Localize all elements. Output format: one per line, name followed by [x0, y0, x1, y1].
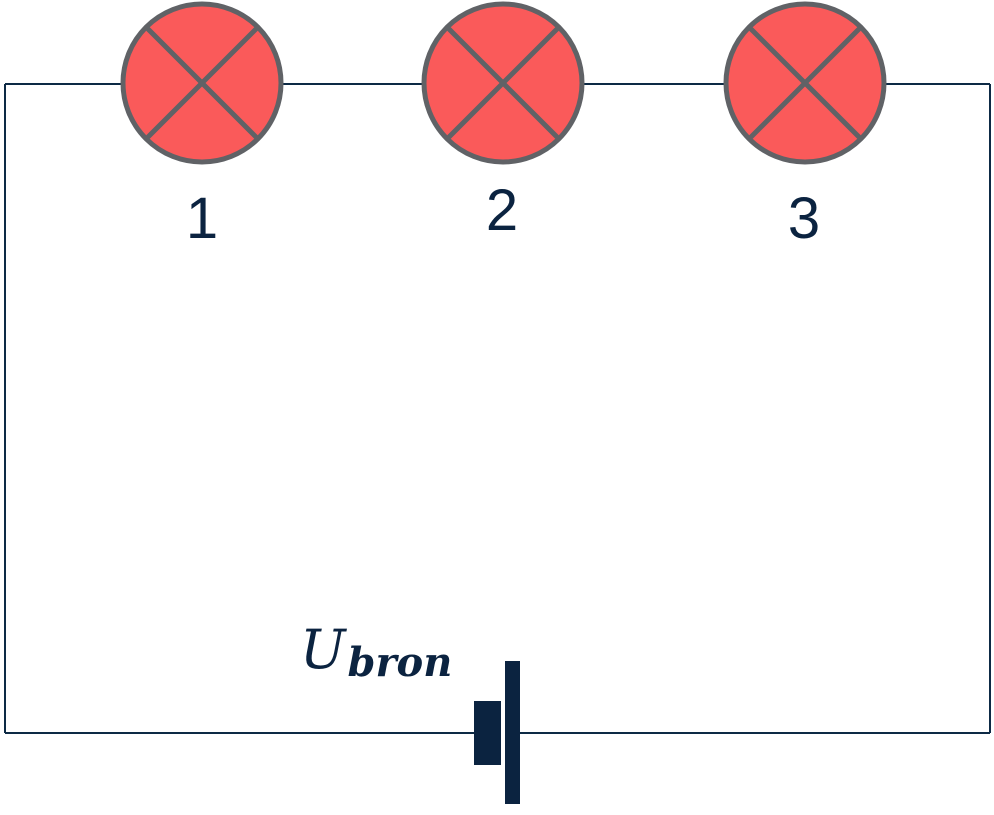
- battery-positive-plate: [505, 661, 520, 804]
- source-voltage-symbol: U: [300, 618, 347, 681]
- lamp-2-cross-b: [445, 25, 561, 141]
- source-voltage-subscript: bron: [348, 639, 453, 686]
- lamp-3-label: 3: [788, 186, 820, 251]
- lamp-2: 2: [421, 1, 585, 243]
- lamp-3-cross-b: [747, 25, 863, 141]
- circuit-wires: [4, 83, 991, 734]
- lamp-1-cross-b: [144, 25, 260, 141]
- voltage-source: Ubron: [300, 618, 520, 804]
- battery-negative-plate: [474, 701, 501, 765]
- lamp-2-label: 2: [486, 178, 518, 243]
- source-voltage-label: Ubron: [300, 618, 452, 686]
- lamp-1: 1: [120, 1, 284, 251]
- lamp-1-label: 1: [186, 186, 218, 251]
- lamp-3: 3: [723, 1, 887, 251]
